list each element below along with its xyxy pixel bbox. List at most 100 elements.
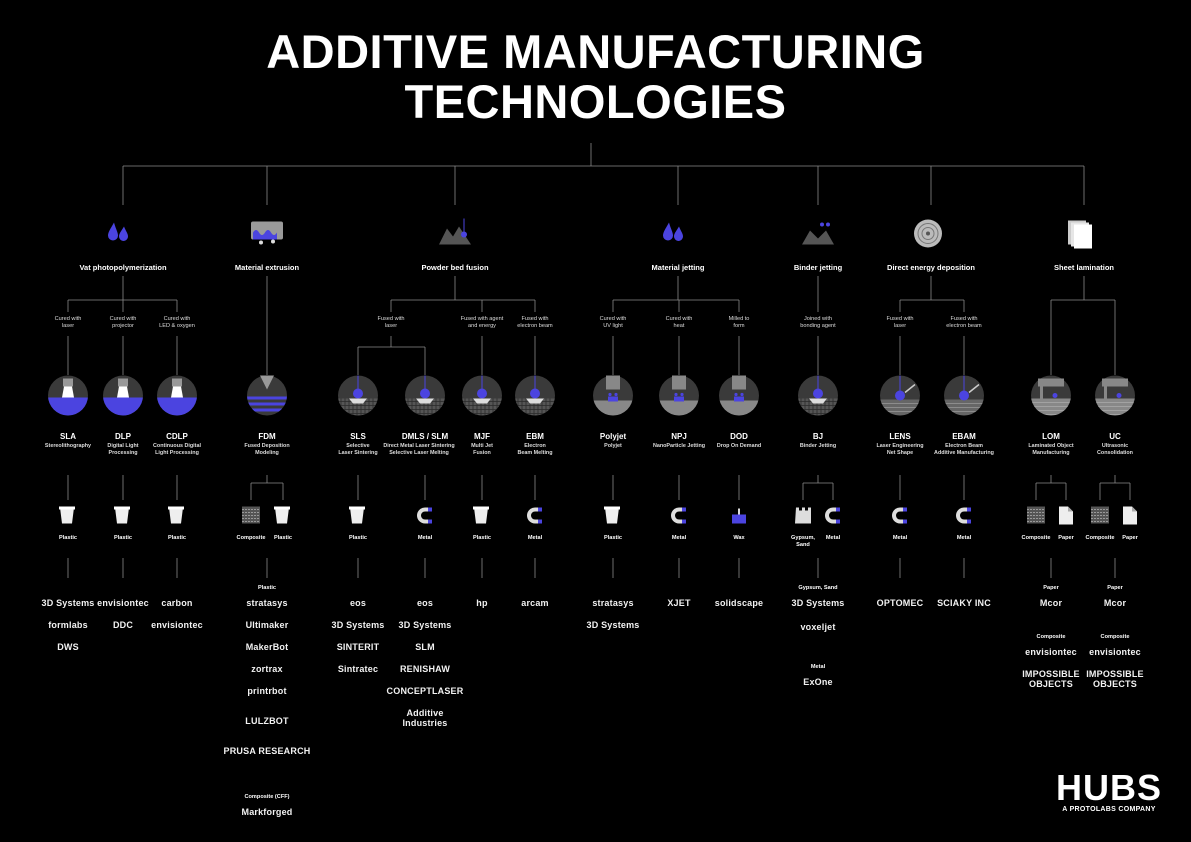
extrusion-icon (249, 219, 285, 256)
process-full-name: Selective Laser Sintering (338, 443, 378, 456)
manufacturer-logo: MakerBot (245, 642, 289, 652)
process-acronym: FDM (258, 432, 276, 441)
manufacturer-logo: zortrax (251, 664, 283, 674)
branch-label: Fused with electron beam (946, 316, 982, 329)
hubs-logo: HUBS A PROTOLABS COMPANY (1055, 767, 1162, 814)
manufacturer-logo: stratasys (246, 598, 288, 608)
process-diagram-mjf (461, 375, 503, 422)
manufacturer-logo: IMPOSSIBLE OBJECTS (1022, 669, 1080, 689)
process-diagram-polyjet (592, 375, 634, 422)
category-label: Material jetting (651, 263, 705, 272)
plastic-cup-icon (472, 506, 492, 531)
process-full-name: NanoParticle Jetting (652, 443, 706, 449)
manufacturer-logo: 3D Systems (586, 620, 640, 630)
paper-icon (1056, 506, 1076, 531)
plastic-cup-icon (113, 506, 133, 531)
metal-magnet-icon (954, 506, 974, 531)
manufacturer-group-heading: Paper (1043, 585, 1059, 591)
branch-label: Cured with UV light (599, 316, 627, 329)
process-diagram-npj (658, 375, 700, 422)
manufacturer-group-heading: Paper (1107, 585, 1123, 591)
category-label: Material extrusion (234, 263, 300, 272)
manufacturer-logo: printrbot (247, 686, 287, 696)
metal-magnet-icon (525, 506, 545, 531)
material-label: Plastic (113, 535, 133, 541)
manufacturer-logo: envisiontec (151, 620, 203, 630)
manufacturer-logo: hp (476, 598, 488, 608)
process-acronym: UC (1109, 432, 1121, 441)
category-label: Direct energy deposition (887, 263, 975, 272)
manufacturer-logo: Sintratec (337, 664, 379, 674)
process-full-name: Fused Deposition Modeling (244, 443, 290, 456)
process-diagram-bj (797, 375, 839, 422)
composite-icon (241, 506, 261, 531)
manufacturer-logo: Markforged (241, 807, 293, 817)
paper-icon (1120, 506, 1140, 531)
brand-name: HUBS (1055, 767, 1162, 808)
manufacturer-logo: DDC (112, 620, 134, 630)
process-diagram-dmls-slm (404, 375, 446, 422)
process-diagram-lom (1030, 375, 1072, 422)
manufacturer-logo: SINTERIT (336, 642, 380, 652)
process-acronym: EBM (526, 432, 544, 441)
material-label: Paper (1058, 535, 1074, 541)
category-label: Sheet lamination (1053, 263, 1115, 272)
process-acronym: DLP (115, 432, 131, 441)
binder-icon (800, 219, 836, 256)
material-label: Plastic (603, 535, 623, 541)
process-diagram-sls (337, 375, 379, 422)
material-label: Metal (527, 535, 543, 541)
plastic-cup-icon (167, 506, 187, 531)
manufacturer-logo: ExOne (803, 677, 833, 687)
process-full-name: Laser Engineering Net Shape (876, 443, 924, 456)
manufacturer-logo: 3D Systems (331, 620, 385, 630)
wire-spool-icon (913, 219, 949, 256)
manufacturer-logo: stratasys (592, 598, 634, 608)
process-diagram-lens (879, 375, 921, 422)
branch-label: Fused with electron beam (517, 316, 553, 329)
manufacturer-logo: Additive Industries (402, 708, 448, 728)
material-label: Plastic (348, 535, 368, 541)
process-acronym: LENS (889, 432, 911, 441)
manufacturer-logo: CONCEPTLASER (386, 686, 464, 696)
manufacturer-logo: envisiontec (97, 598, 149, 608)
process-acronym: BJ (812, 432, 824, 441)
material-label: Paper (1122, 535, 1138, 541)
manufacturer-group-heading: Metal (810, 664, 826, 670)
manufacturer-logo: LULZBOT (245, 716, 289, 726)
manufacturer-group-heading: Gypsum, Sand (798, 585, 838, 591)
process-diagram-dlp (102, 375, 144, 422)
manufacturer-logo: SCIAKY INC (937, 598, 991, 608)
manufacturer-logo: OPTOMEC (876, 598, 924, 608)
category-label: Binder jetting (793, 263, 843, 272)
plastic-cup-icon (273, 506, 293, 531)
manufacturer-logo: envisiontec (1089, 647, 1141, 657)
material-label: Metal (956, 535, 972, 541)
manufacturer-logo: voxeljet (800, 622, 836, 632)
manufacturer-group-heading: Composite (1100, 634, 1130, 640)
manufacturer-logo: arcam (521, 598, 549, 608)
manufacturer-logo: carbon (161, 598, 193, 608)
plastic-cup-icon (58, 506, 78, 531)
process-acronym: EBAM (952, 432, 976, 441)
branch-label: Cured with projector (109, 316, 137, 329)
composite-icon (1090, 506, 1110, 531)
gypsum-icon (793, 506, 813, 531)
process-diagram-fdm (246, 375, 288, 422)
process-diagram-ebam (943, 375, 985, 422)
manufacturer-logo: SLM (415, 642, 435, 652)
material-label: Plastic (273, 535, 293, 541)
manufacturer-logo: Mcor (1103, 598, 1127, 608)
brand-tagline: A PROTOLABS COMPANY (1062, 806, 1156, 813)
branch-label: Cured with LED & oxygen (159, 316, 195, 329)
manufacturer-group-heading: Composite (1036, 634, 1066, 640)
process-full-name: Stereolithography (44, 443, 92, 449)
category-label: Vat photopolymerization (79, 263, 167, 272)
manufacturer-logo: IMPOSSIBLE OBJECTS (1086, 669, 1144, 689)
process-full-name: Polyjet (604, 443, 622, 449)
manufacturer-logo: XJET (667, 598, 691, 608)
metal-magnet-icon (415, 506, 435, 531)
process-acronym: Polyjet (599, 432, 627, 441)
process-full-name: Electron Beam Melting (517, 443, 553, 456)
